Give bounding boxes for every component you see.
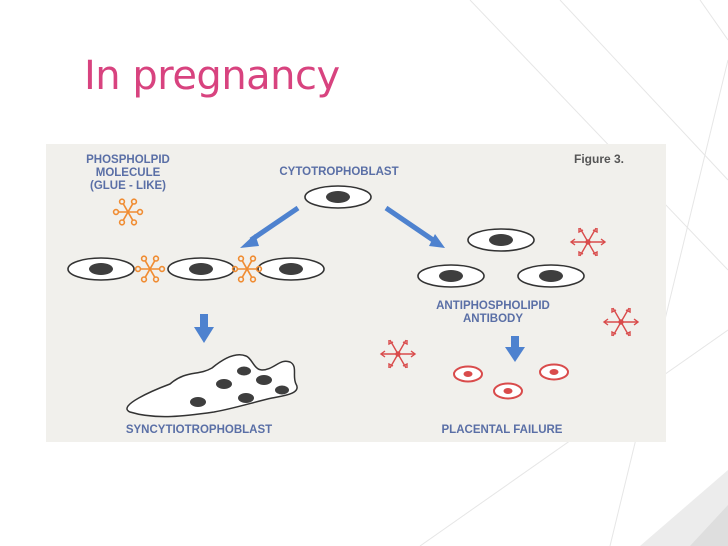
antibody-icon	[570, 227, 606, 257]
cell-right-1	[467, 228, 535, 252]
phospholipid-link-icon	[134, 255, 166, 283]
cell-right-3	[517, 264, 585, 288]
phospholipid-label-line-1: PHOSPHOLPID	[86, 154, 170, 166]
antibody-icon	[603, 307, 639, 337]
cell-left-3	[257, 257, 325, 281]
antibody-label: ANTIPHOSPHOLIPID ANTIBODY	[431, 300, 555, 326]
figure-panel: PHOSPHOLPID MOLECULE (GLUE - LIKE) CYTOT…	[46, 144, 666, 442]
figure-number: Figure 3.	[574, 152, 625, 166]
antibody-icon	[380, 339, 416, 369]
cytotrophoblast-label: CYTOTROPHOBLAST	[279, 166, 399, 178]
phospholipid-label-line-3: (GLUE - LIKE)	[89, 180, 167, 192]
arrow-right-down	[384, 205, 445, 248]
failed-cell-marker	[453, 365, 483, 383]
cell-right-2	[417, 264, 485, 288]
syncytiotrophoblast-label: SYNCYTIOTROPHOBLAST	[125, 424, 273, 436]
cytotrophoblast-cell	[304, 185, 372, 209]
failed-cell-marker	[539, 363, 569, 381]
cell-left-1	[67, 257, 135, 281]
placental-failure-label: PLACENTAL FAILURE	[441, 424, 563, 436]
antibody-label-line-1: ANTIPHOSPHOLIPID	[436, 300, 550, 312]
phospholipid-label-line-2: MOLECULE	[95, 167, 161, 179]
phospholipid-molecule-icon	[112, 198, 144, 226]
antibody-label-line-2: ANTIBODY	[462, 313, 524, 325]
syncytiotrophoblast-shape	[126, 354, 298, 418]
arrow-down-right	[505, 336, 525, 362]
diagram-graphic	[67, 185, 639, 418]
cell-left-2	[167, 257, 235, 281]
arrow-down-left	[194, 314, 214, 343]
failed-cell-marker	[493, 382, 523, 400]
phospholipid-label: PHOSPHOLPID MOLECULE (GLUE - LIKE)	[76, 154, 180, 193]
phospholipid-link-icon	[231, 255, 263, 283]
slide-title: In pregnancy	[84, 53, 340, 99]
arrow-left-down	[240, 205, 300, 248]
